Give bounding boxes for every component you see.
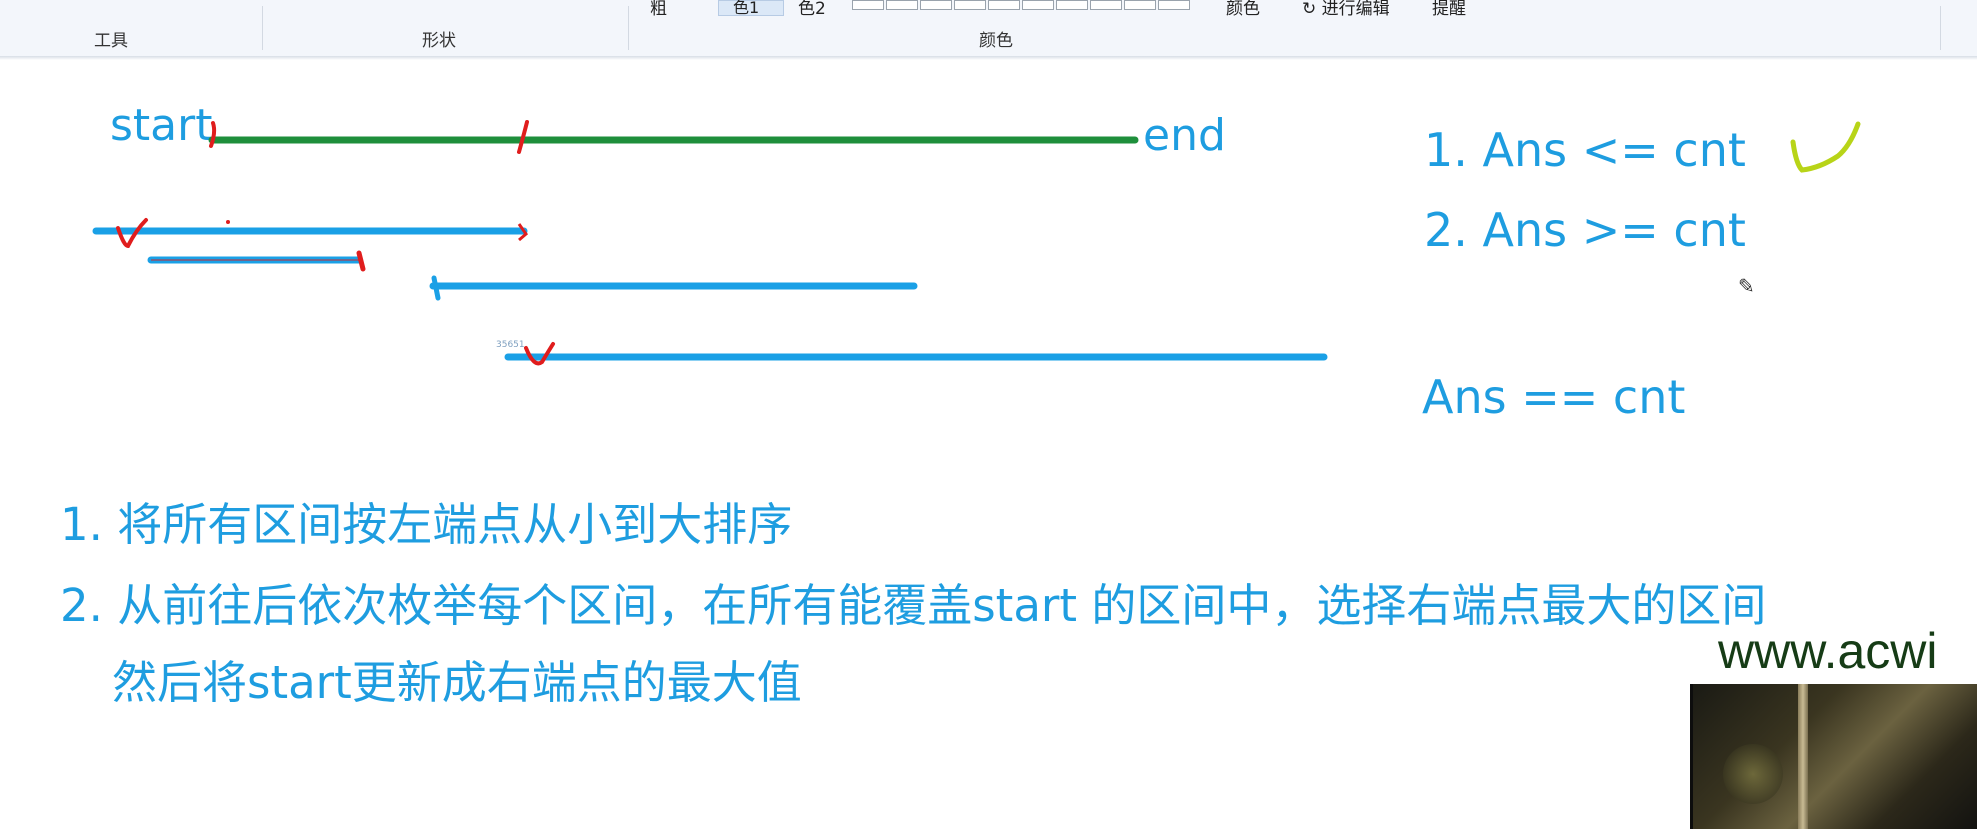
- webcam-overlay: [1690, 684, 1977, 829]
- red-dot: [226, 220, 230, 224]
- color-swatch[interactable]: [988, 0, 1020, 10]
- color1-button[interactable]: 色1: [718, 0, 784, 17]
- condition-check-mark: [1790, 121, 1861, 173]
- color-swatch[interactable]: [1158, 0, 1190, 10]
- group-label-colors: 颜色: [979, 31, 1013, 51]
- size-button[interactable]: 粗: [650, 0, 667, 19]
- webcam-pole: [1798, 684, 1808, 829]
- check-mark: [524, 342, 555, 366]
- cover-tick-mark: [517, 120, 529, 154]
- color2-button[interactable]: 色2: [798, 0, 826, 19]
- step-1: 1. 将所有区间按左端点从小到大排序: [60, 498, 793, 551]
- interval-start-mark: [431, 275, 441, 301]
- color1-label: 色1: [733, 0, 760, 17]
- condition-equal: Ans == cnt: [1422, 370, 1686, 424]
- color-swatch[interactable]: [886, 0, 918, 10]
- color-swatch[interactable]: [1022, 0, 1054, 10]
- paint3d-label: 进行编辑: [1321, 0, 1390, 19]
- color-swatch[interactable]: [1056, 0, 1088, 10]
- tool-icon[interactable]: ˘: [200, 0, 209, 14]
- ribbon-shadow: [0, 56, 1977, 60]
- group-label-tools: 工具: [94, 31, 128, 51]
- drawing-canvas[interactable]: start end 1. Ans <= cnt 2. Ans >= cnt An…: [0, 60, 1977, 829]
- edit-colors-button[interactable]: 颜色: [1226, 0, 1260, 19]
- step-2: 2. 从前往后依次枚举每个区间，在所有能覆盖start 的区间中，选择右端点最大…: [60, 579, 1767, 632]
- webcam-light: [1723, 744, 1783, 804]
- start-label: start: [110, 100, 213, 151]
- interval-end-mark: [356, 250, 366, 272]
- color-swatch[interactable]: [1090, 0, 1122, 10]
- end-label: end: [1143, 110, 1226, 161]
- group-divider: [262, 6, 263, 50]
- group-divider: [628, 6, 629, 50]
- paint3d-icon: ↻: [1302, 0, 1322, 19]
- color-swatch[interactable]: [920, 0, 952, 10]
- interval-drawing: [92, 120, 1861, 366]
- segment-small-label: 35651: [496, 340, 525, 350]
- step-2-continued: 然后将start更新成右端点的最大值: [112, 656, 802, 709]
- condition-2: 2. Ans >= cnt: [1424, 203, 1746, 257]
- color-swatch[interactable]: [852, 0, 884, 10]
- alert-button[interactable]: 提醒: [1432, 0, 1466, 19]
- watermark-url: www.acwi: [1718, 623, 1938, 679]
- group-divider: [1940, 6, 1941, 50]
- ribbon-toolbar: ˘ 粗 色1 色2 颜色 ↻ 进行编辑 提醒 工具 形状 颜色: [0, 0, 1977, 58]
- check-mark: [116, 218, 148, 249]
- condition-1: 1. Ans <= cnt: [1424, 123, 1746, 177]
- group-label-shapes: 形状: [422, 31, 456, 51]
- start-tick-mark: [209, 121, 217, 148]
- color-swatch[interactable]: [954, 0, 986, 10]
- paint3d-button[interactable]: ↻ 进行编辑: [1302, 0, 1390, 19]
- pencil-cursor-icon: ✎: [1738, 274, 1755, 298]
- interval-end-mark: [517, 223, 529, 242]
- color-swatch[interactable]: [1124, 0, 1156, 10]
